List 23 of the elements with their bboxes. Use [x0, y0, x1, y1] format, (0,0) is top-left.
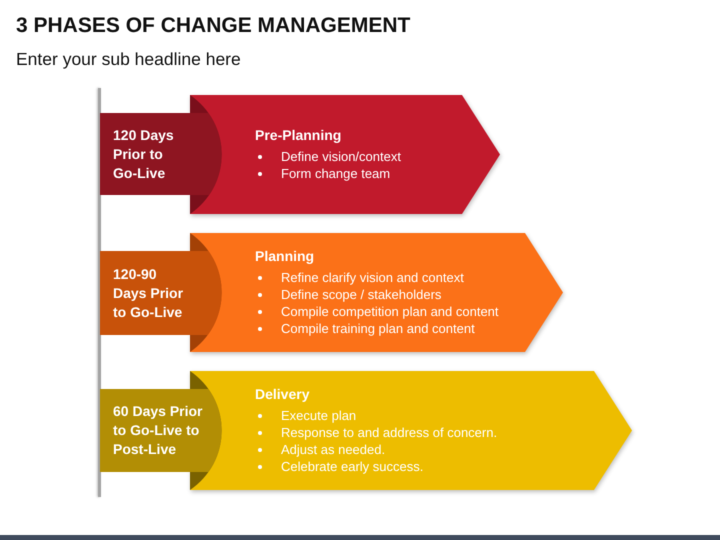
sub-headline: Enter your sub headline here [16, 49, 241, 70]
bullet-item-text: Refine clarify vision and context [281, 270, 464, 285]
bullet-item-text: Execute plan [281, 408, 356, 423]
phase-timing-text: 120-90 Days Prior to Go-Live [113, 264, 184, 322]
phase-tab [100, 251, 222, 335]
phase-heading: Delivery [255, 386, 310, 402]
phase-tab [100, 389, 222, 472]
bullet-item-text: Compile training plan and content [281, 321, 475, 336]
page-title: 3 PHASES OF CHANGE MANAGEMENT [16, 14, 410, 38]
bullet-item-text: Response to and address of concern. [281, 425, 498, 440]
phase-timing-text: 60 Days Prior to Go-Live to Post-Live [113, 402, 204, 459]
bullet-item-text: Adjust as needed. [281, 442, 386, 457]
bullet-item-text: Define scope / stakeholders [281, 287, 442, 302]
bullet-item-text: Define vision/context [281, 149, 401, 164]
phase-arrow-banner [190, 233, 563, 352]
phase-heading: Pre-Planning [255, 127, 342, 143]
bullet-item-text: Compile competition plan and content [281, 304, 499, 319]
phase-arrow-banner [190, 95, 500, 214]
bullet-item-text: Form change team [281, 166, 390, 181]
phase-heading: Planning [255, 248, 314, 264]
bullet-item-text: Celebrate early success. [281, 459, 424, 474]
phase-timing-text: 120 Days Prior to Go-Live [113, 126, 175, 182]
phase-tab [100, 113, 222, 195]
